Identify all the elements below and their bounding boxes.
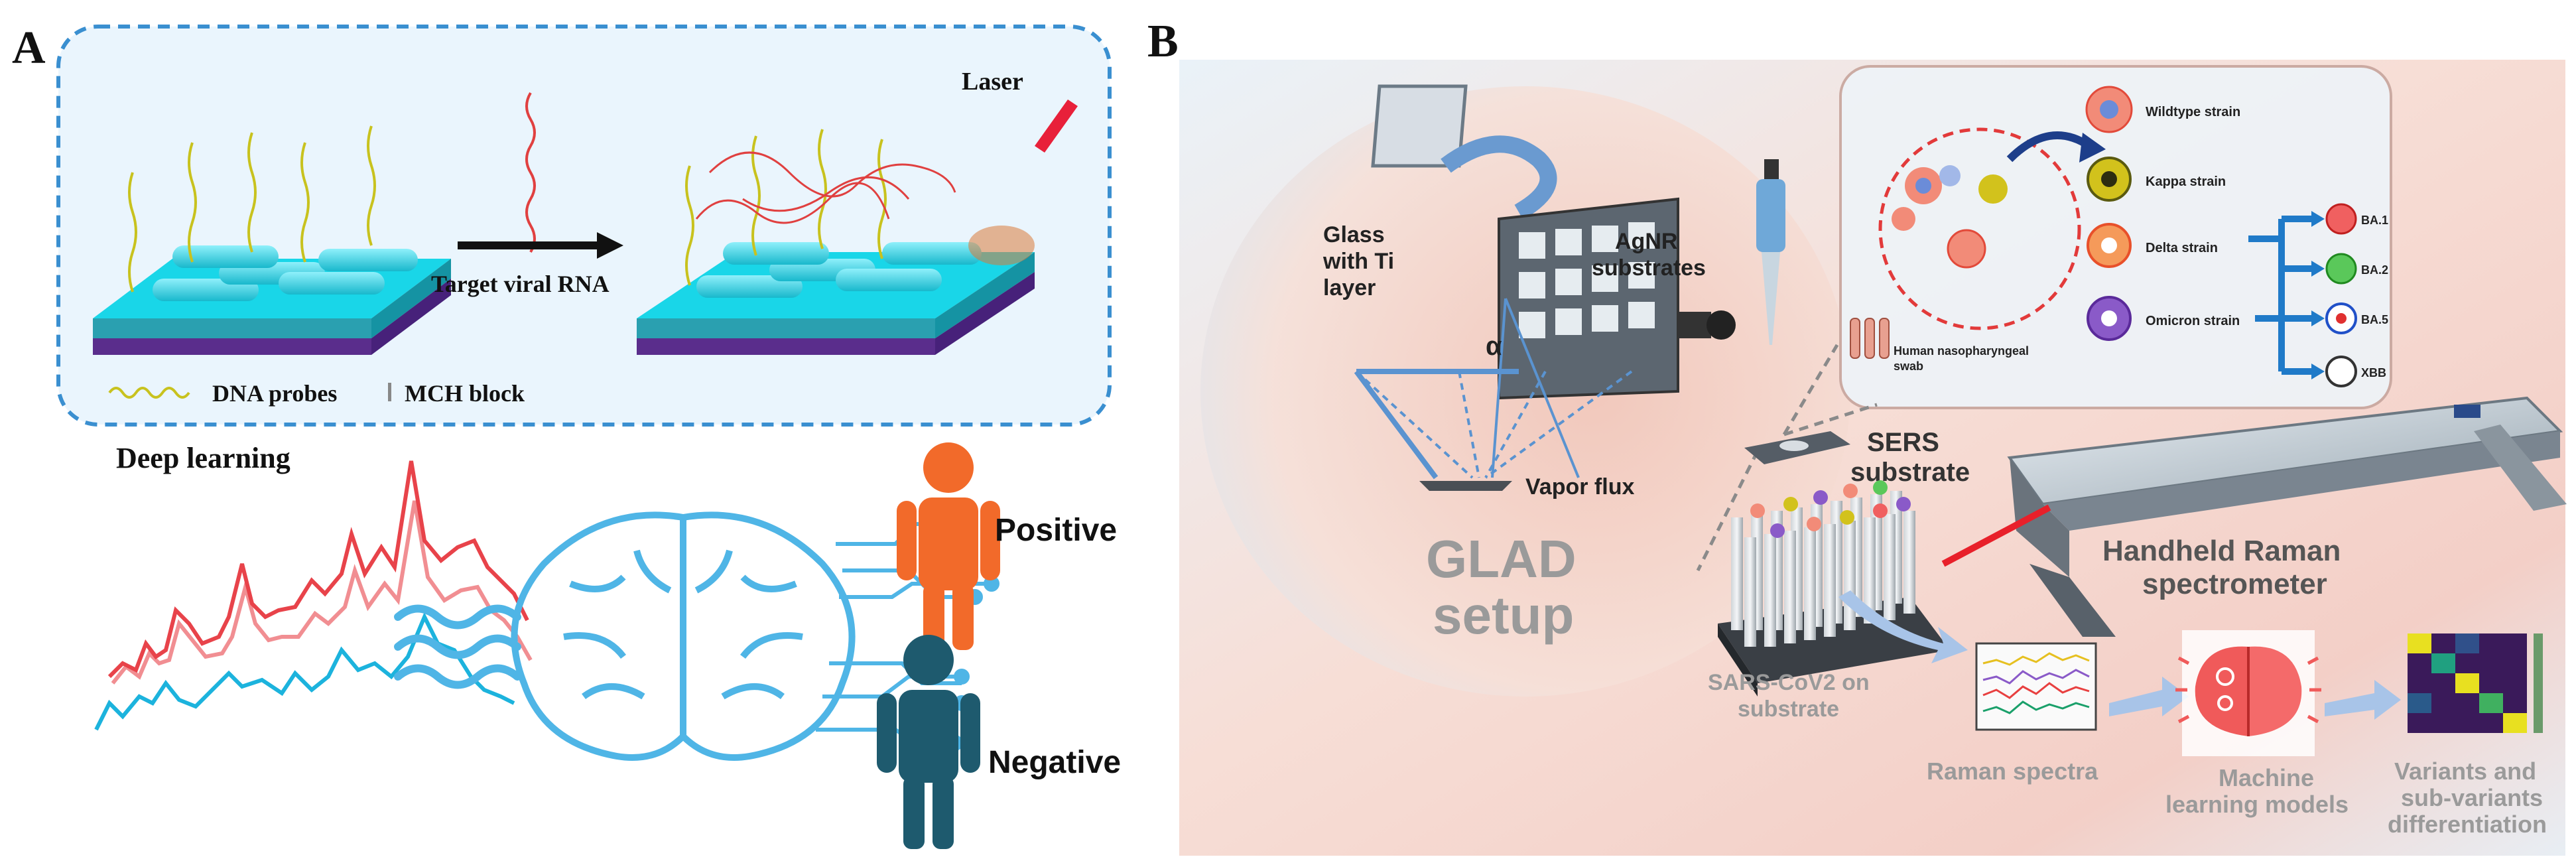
panel-b-letter: B	[1147, 16, 1179, 67]
laser-label: Laser	[962, 68, 1023, 96]
wave-arrows	[394, 604, 521, 689]
glad-title-1: GLAD	[1426, 529, 1577, 588]
sers-dashed-arrows	[1696, 344, 1878, 572]
legend-dna-probes: DNA probes	[212, 380, 337, 407]
variants-label-2: sub-variants	[2401, 784, 2543, 811]
legend-mch-glyph	[388, 383, 391, 401]
glad-title-2: setup	[1433, 586, 1574, 645]
raman-spectra-label: Raman spectra	[1927, 758, 2098, 785]
panel-a-letter: A	[12, 23, 46, 74]
scheme-dashed-frame	[56, 25, 1112, 427]
svg-text:Delta strain: Delta strain	[2146, 241, 2218, 255]
brain-icon	[511, 511, 856, 761]
strain-xbb: XBB	[2325, 356, 2386, 387]
strain-box: Human nasopharyngeal swab Wildtype strai…	[1839, 65, 2392, 409]
legend-mch-block: MCH block	[405, 380, 525, 407]
virus-cluster-icon	[1892, 165, 2008, 269]
alpha-label: α	[1486, 332, 1502, 361]
subvariant-branch-arrows	[2248, 216, 2311, 375]
vapor-flux-lines	[1354, 298, 1633, 480]
target-rna-label: Target viral RNA	[431, 271, 610, 297]
flow-arrows	[1838, 590, 2401, 720]
variants-label-1: Variants and	[2394, 758, 2536, 785]
legend-dna-probe-glyph	[108, 387, 190, 399]
ml-label-1: Machine	[2219, 764, 2314, 791]
laser-beam	[1035, 100, 1078, 153]
svg-text:Wildtype strain: Wildtype strain	[2146, 105, 2240, 119]
spectrum-blue	[94, 612, 515, 731]
negative-label: Negative	[988, 745, 1121, 780]
pipette-icon	[1756, 159, 1785, 345]
sers-substrate-chip	[1744, 431, 1850, 464]
machine-learning-icon	[2175, 630, 2321, 756]
agnr-label-1: AgNR	[1615, 229, 1677, 254]
svg-text:Omicron strain: Omicron strain	[2146, 314, 2240, 328]
target-rna-arrow	[458, 232, 623, 259]
agnr-label-2: substrates	[1592, 255, 1706, 281]
raman-laser-beam	[1941, 504, 2051, 567]
positive-label: Positive	[995, 513, 1117, 548]
strain-ba2: BA.2	[2325, 253, 2388, 285]
sars-label-2: substrate	[1738, 697, 1839, 722]
curved-arrow-icon	[2006, 131, 2092, 163]
strain-omicron: Omicron strain	[2087, 296, 2240, 341]
raman-spectra-plot	[1975, 642, 2097, 731]
confusion-matrix-icon	[2408, 633, 2543, 733]
strain-ba1: BA.1	[2325, 203, 2388, 235]
agnr-substrate-plate	[1498, 197, 1736, 400]
svg-text:XBB: XBB	[2361, 366, 2386, 379]
raman-device-label-2: spectrometer	[2142, 568, 2327, 600]
strain-wildtype: Wildtype strain	[2085, 86, 2240, 133]
vapor-flux-label: Vapor flux	[1525, 474, 1634, 499]
evaporation-boat	[1419, 481, 1512, 491]
target-rna-strand	[525, 92, 536, 253]
sars-cov2-pillar-substrate	[1718, 480, 1950, 697]
ml-label-2: learning models	[2165, 791, 2349, 818]
strain-delta: Delta strain	[2087, 223, 2218, 268]
swab-label-2: swab	[1894, 360, 1923, 373]
strain-ba5: BA.5	[2325, 302, 2388, 334]
spectrum-red	[107, 460, 533, 685]
svg-text:Kappa strain: Kappa strain	[2146, 174, 2226, 189]
negative-person-icon	[877, 635, 980, 849]
swab-label-1: Human nasopharyngeal	[1894, 344, 2029, 358]
deep-learning-title: Deep learning	[116, 442, 290, 474]
glad-setup-section: Glass with Ti layer AgNR substrates	[1200, 84, 1850, 697]
positive-person-icon	[897, 442, 1000, 650]
sers-label-2: substrate	[1850, 458, 1970, 487]
substrate-right	[637, 129, 1035, 355]
substrate-left	[93, 125, 451, 355]
test-tubes-icon	[1850, 318, 1890, 359]
svg-text:BA.1: BA.1	[2361, 214, 2388, 227]
handheld-raman-device	[2007, 396, 2567, 637]
sars-label-1: SARS-CoV2 on	[1708, 670, 1870, 695]
variants-label-3: differentiation	[2388, 811, 2547, 838]
sers-label-1: SERS	[1867, 428, 1939, 457]
glass-label-3: layer	[1323, 275, 1376, 300]
svg-text:BA.5: BA.5	[2361, 313, 2388, 326]
panel-a-deep-learning: Deep learning	[94, 442, 1121, 849]
svg-text:BA.2: BA.2	[2361, 263, 2388, 277]
strain-kappa: Kappa strain	[2087, 157, 2226, 202]
glass-label-1: Glass	[1323, 222, 1385, 247]
panel-a-scheme: Target viral RNA	[56, 25, 1112, 427]
rotation-arrow	[1441, 135, 1557, 220]
raman-device-label-1: Handheld Raman	[2102, 535, 2341, 567]
glass-label-2: with Ti	[1322, 249, 1394, 274]
